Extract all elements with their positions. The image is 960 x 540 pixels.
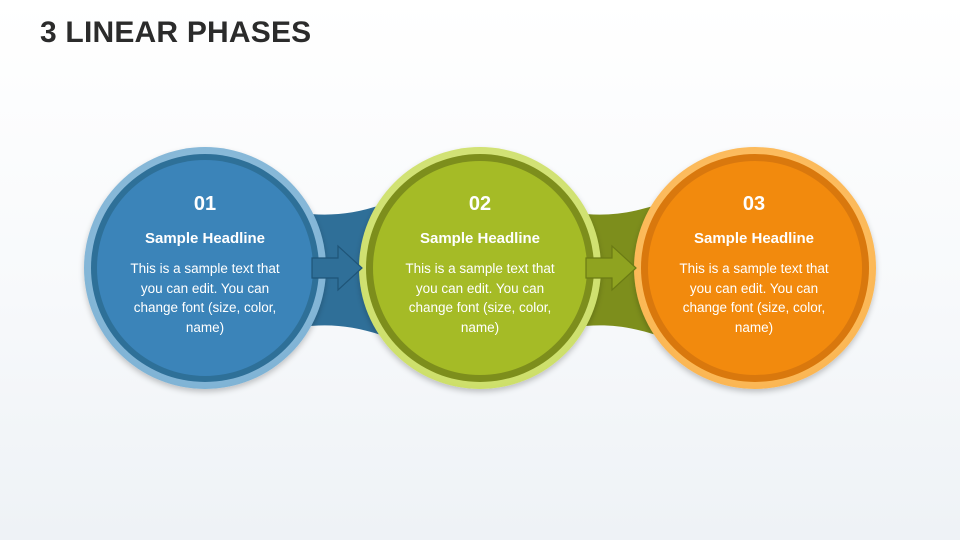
phase-1-headline: Sample Headline	[144, 230, 266, 247]
phase-3-body: This is a sample text that you can edit.…	[679, 261, 829, 335]
phase-1-number: 01	[193, 193, 217, 215]
phase-3-content: 03 Sample Headline This is a sample text…	[669, 192, 839, 337]
arrow-right-icon	[585, 244, 637, 292]
phase-3-number: 03	[742, 193, 766, 215]
arrow-right-icon	[311, 244, 363, 292]
phase-2-headline: Sample Headline	[419, 230, 541, 247]
phase-2-number: 02	[468, 193, 492, 215]
slide-title: 3 LINEAR PHASES	[40, 16, 312, 49]
phase-1-content: 01 Sample Headline This is a sample text…	[120, 192, 290, 337]
phase-1-circle	[84, 147, 326, 389]
phase-2-content: 02 Sample Headline This is a sample text…	[395, 192, 565, 337]
phase-2-circle	[359, 147, 601, 389]
phase-3-headline: Sample Headline	[693, 230, 815, 247]
phase-1-body: This is a sample text that you can edit.…	[130, 261, 280, 335]
phase-3-circle	[634, 147, 876, 389]
phase-2-body: This is a sample text that you can edit.…	[405, 261, 555, 335]
